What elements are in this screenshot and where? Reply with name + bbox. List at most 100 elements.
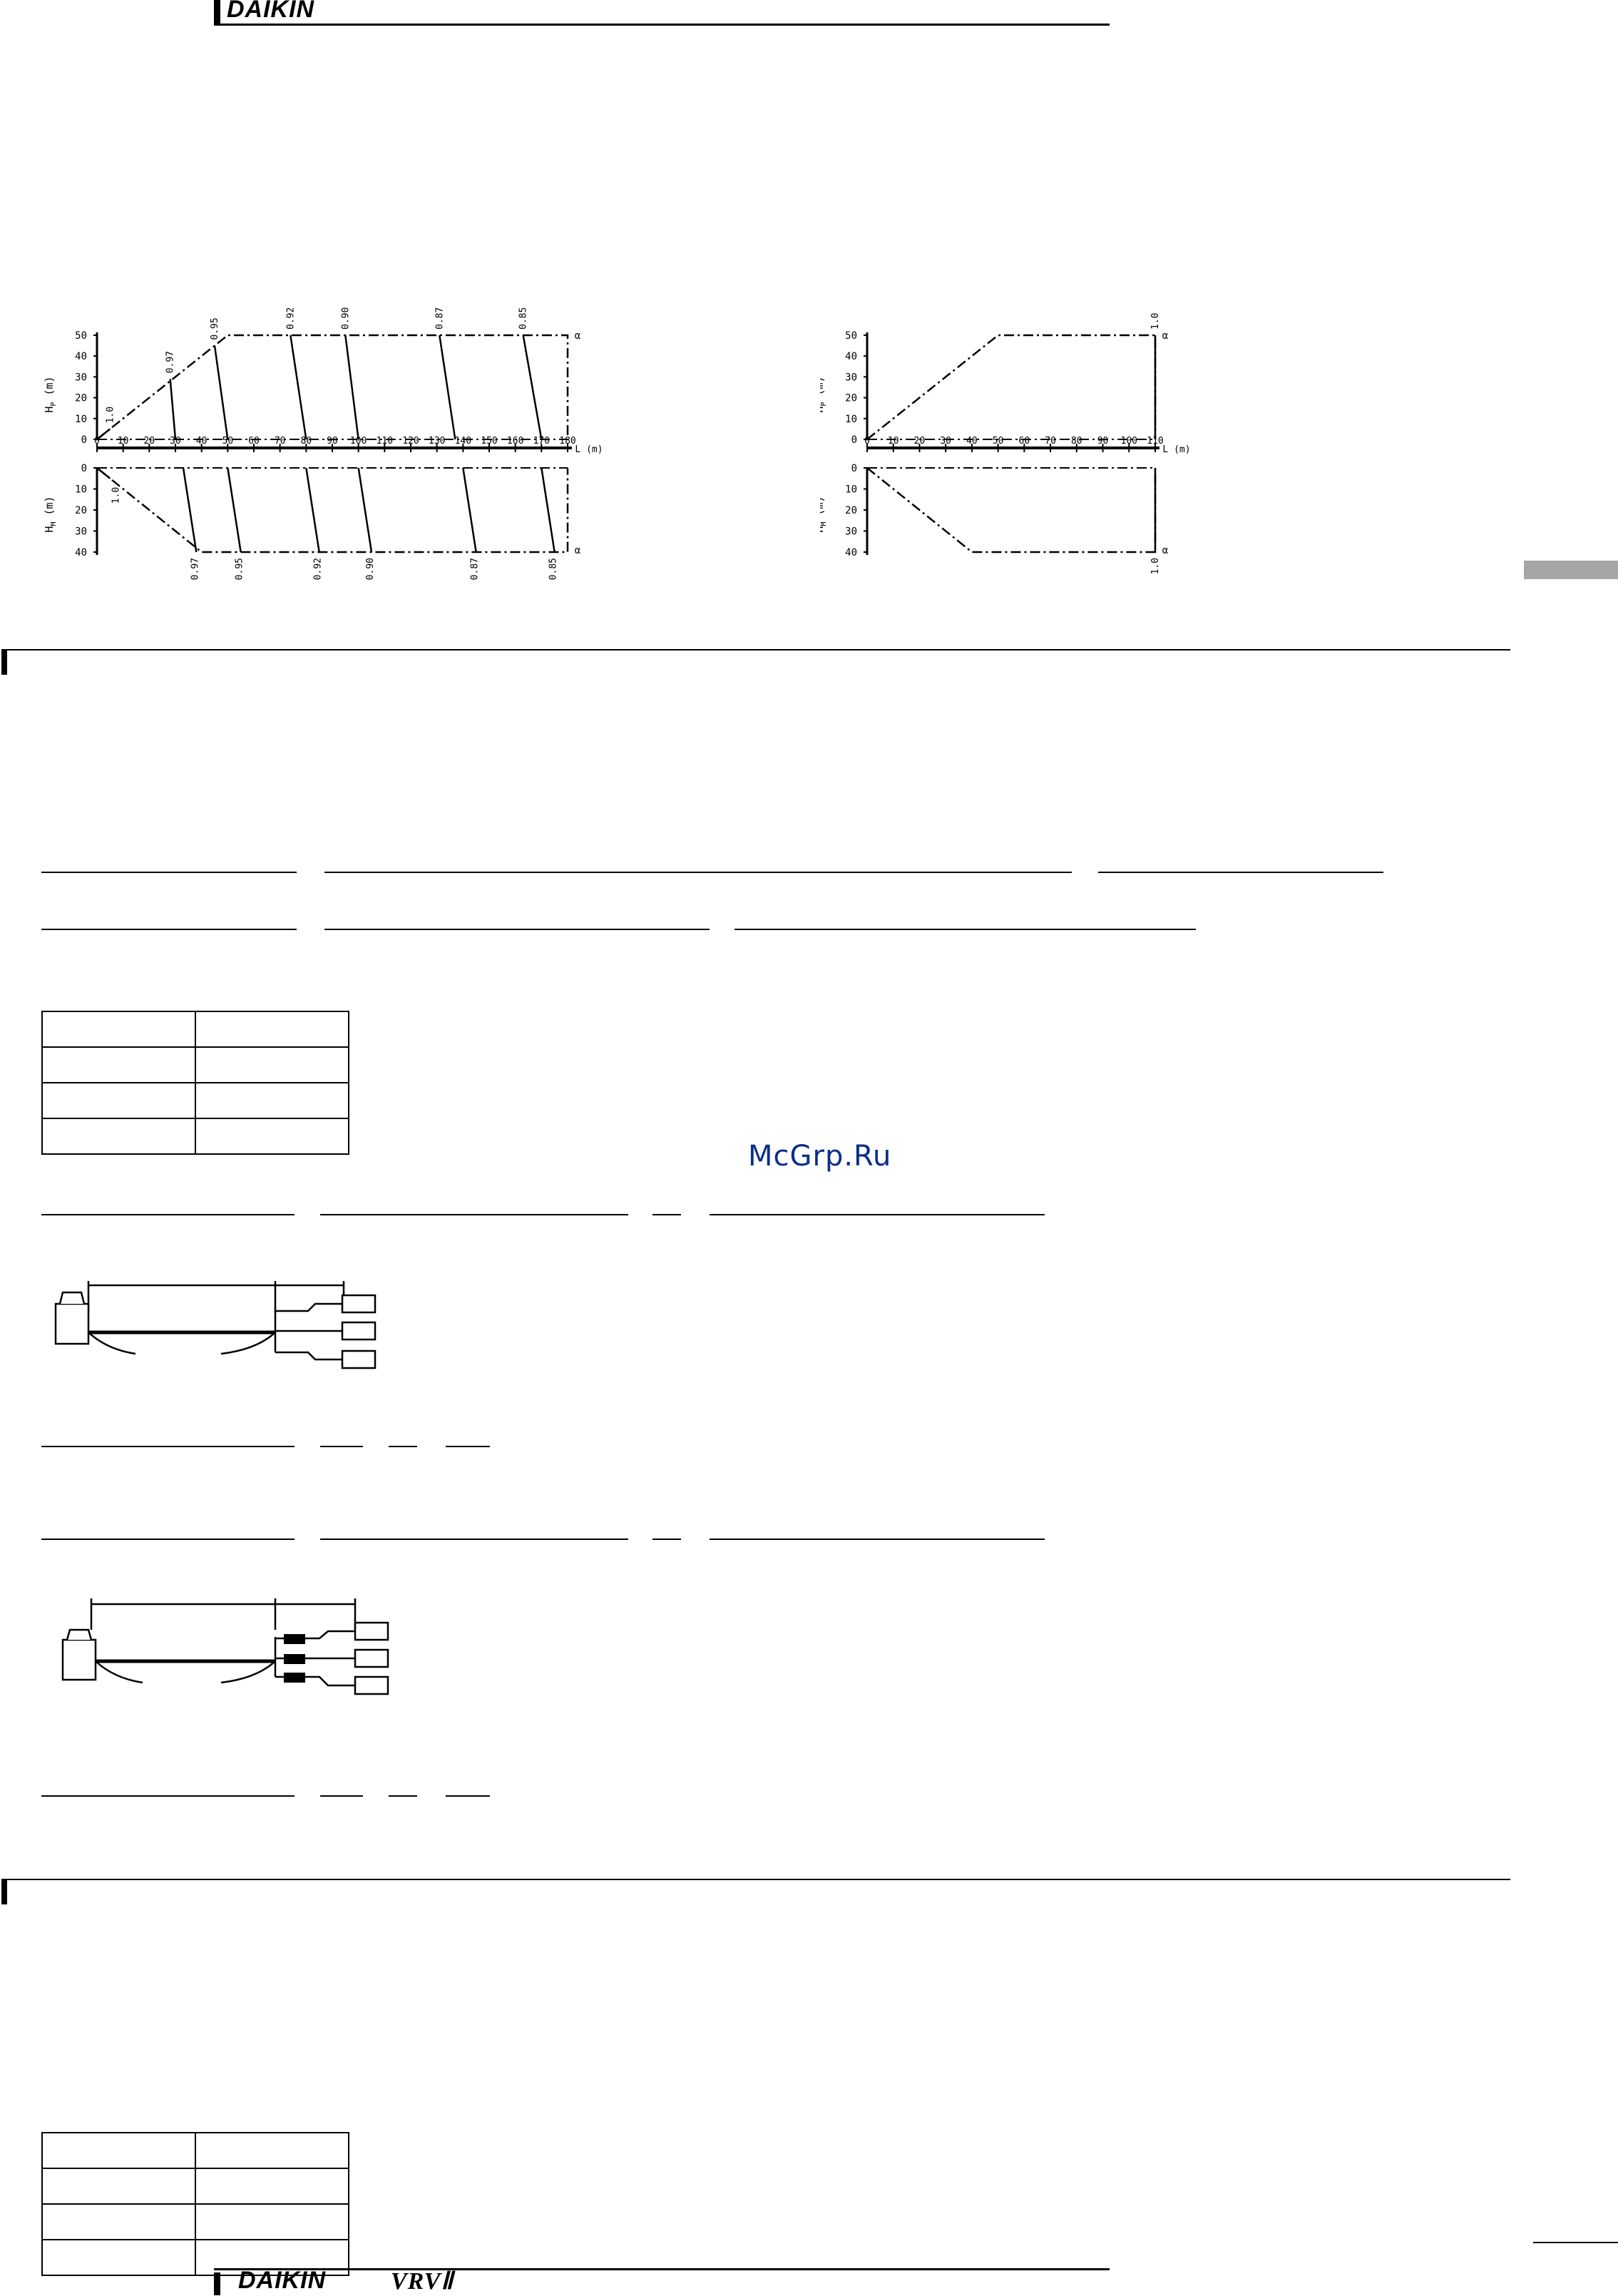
dimension-lines	[90, 1598, 357, 1630]
x-tick-label: 70	[1045, 436, 1056, 447]
contour-upper	[344, 335, 359, 440]
footer: DAIKIN VRVⅡ	[0, 2267, 1618, 2296]
y-tick-label: 20	[75, 505, 87, 516]
y-tick-label: 20	[75, 393, 87, 404]
x-tick-label: 90	[327, 436, 338, 447]
x-tick-label: 0	[94, 436, 100, 447]
contour-label: 0.97	[190, 558, 200, 580]
x-tick-label: 140	[455, 436, 471, 447]
y-axis-label-lower-text: HM (m)	[820, 496, 828, 532]
y-tick-label: 40	[75, 547, 87, 558]
table-cell	[41, 2168, 196, 2205]
x-tick-label: 130	[429, 436, 445, 447]
x-tick-label: 100	[1121, 436, 1137, 447]
x-tick-label: 90	[1097, 436, 1109, 447]
text-line	[41, 1795, 295, 1797]
x-axis-label: L (m)	[575, 444, 603, 455]
text-line	[652, 1539, 681, 1540]
text-line	[41, 1446, 295, 1447]
x-tick-label: 170	[533, 436, 550, 447]
y-tick-label: 10	[845, 484, 857, 496]
contour-label: 0.95	[235, 558, 245, 580]
footer-series-logo: VRVⅡ	[391, 2268, 454, 2295]
x-tick-label: 110	[1147, 436, 1163, 447]
x-tick-label: 20	[144, 436, 155, 447]
text-line	[41, 872, 297, 873]
indoor-unit-icon	[354, 1621, 389, 1695]
x-axis-label: L (m)	[1162, 444, 1190, 455]
outdoor-unit-icon	[54, 1291, 90, 1345]
contour-upper	[522, 335, 543, 440]
x-tick-label: 70	[275, 436, 286, 447]
contour-lower	[305, 467, 320, 553]
y-tick-label: 30	[75, 526, 87, 538]
table-row	[41, 2168, 349, 2205]
contour-upper	[439, 335, 456, 440]
y-tick-label: 10	[75, 484, 87, 496]
x-tick-label: 40	[966, 436, 978, 447]
footer-brand-bar	[214, 2272, 220, 2295]
section-rule-1	[1, 649, 1510, 650]
x-tick-label: 60	[248, 436, 260, 447]
section-marker-2	[1, 1880, 7, 1904]
header-brand: DAIKIN	[227, 0, 315, 23]
text-line	[710, 1214, 1045, 1215]
text-line	[710, 1539, 1045, 1540]
y-axis-label-lower-text: HM (m)	[43, 496, 58, 532]
x-tick-label: 80	[301, 436, 312, 447]
x-tick-label: 160	[507, 436, 523, 447]
table-cell	[41, 1082, 196, 1119]
table-cell	[41, 2132, 196, 2169]
contour-label: 0.95	[210, 317, 220, 340]
contour-lower	[541, 467, 555, 553]
watermark: McGrp.Ru	[748, 1140, 892, 1173]
text-line	[389, 1446, 417, 1447]
contour-lower	[96, 467, 111, 479]
y-tick-label: 0	[81, 463, 87, 474]
connection-diagram-1	[54, 1281, 377, 1369]
section-marker-1	[1, 650, 7, 675]
alpha-label: α	[575, 330, 581, 342]
contour-label: 0.85	[518, 307, 529, 330]
header-brand-bar	[214, 0, 220, 24]
table-cell	[195, 2203, 349, 2240]
y-tick-label: 30	[75, 372, 87, 383]
table-cell	[41, 2239, 196, 2276]
pipe	[95, 1659, 276, 1684]
y-axis-label-lower: HM (m)	[43, 496, 58, 532]
x-tick-label: 150	[481, 436, 497, 447]
text-line	[320, 1446, 363, 1447]
y-tick-label: 40	[75, 351, 87, 362]
table-cell	[195, 2168, 349, 2205]
y-tick-label: 40	[845, 351, 857, 362]
y-tick-label: 0	[851, 434, 857, 446]
y-tick-label: 50	[845, 330, 857, 342]
text-line	[41, 929, 297, 930]
text-line	[446, 1446, 490, 1447]
x-tick-label: 40	[196, 436, 208, 447]
x-tick-label: 30	[170, 436, 181, 447]
y-tick-label: 0	[81, 434, 87, 446]
text-line	[734, 929, 1196, 930]
table-cell	[41, 1118, 196, 1155]
contour-upper	[96, 428, 111, 440]
table-cell	[195, 1011, 349, 1048]
chapter-tab	[1524, 561, 1618, 579]
table-cell	[195, 1082, 349, 1119]
table-row	[41, 1082, 349, 1119]
contour-label: 0.97	[165, 351, 176, 373]
text-line	[324, 929, 710, 930]
y-tick-label: 20	[845, 505, 857, 516]
x-tick-label: 10	[888, 436, 899, 447]
contour-label: 0.92	[313, 558, 324, 580]
contour-upper	[169, 379, 177, 440]
text-line	[389, 1795, 417, 1797]
table-cell	[195, 1118, 349, 1155]
y-tick-label: 40	[845, 547, 857, 558]
y-tick-label: 30	[845, 372, 857, 383]
table-row	[41, 1011, 349, 1048]
x-tick-label: 20	[914, 436, 926, 447]
text-line	[1098, 872, 1383, 873]
y-tick-label: 50	[75, 330, 87, 342]
